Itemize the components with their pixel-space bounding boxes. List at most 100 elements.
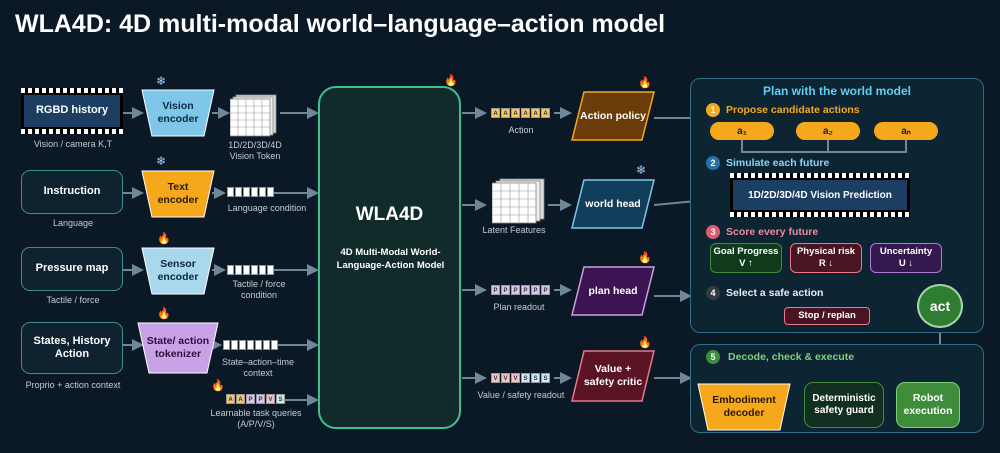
score-name: Goal Progress	[713, 245, 779, 257]
tactile-token-label: Tactile / force condition	[232, 279, 286, 301]
query-token: V	[266, 394, 275, 404]
trainable-flame-icon: 🔥	[638, 337, 652, 349]
vision-encoder-label: Vision encoder	[157, 100, 199, 125]
state-tokenizer-label: State/ action tokenizer	[146, 335, 210, 360]
trainable-flame-icon: 🔥	[638, 252, 652, 264]
trainable-flame-icon: 🔥	[444, 75, 458, 87]
trainable-flame-icon: 🔥	[638, 77, 652, 89]
safety-guard-label: Deterministic safety guard	[812, 393, 876, 416]
plan-token-strip: P P P P P P	[491, 285, 550, 295]
action-token: A	[521, 108, 530, 118]
plan-head-label: plan head	[588, 284, 638, 297]
input-caption: Proprio + action context	[25, 380, 121, 390]
action-policy-label: Action policy	[580, 109, 646, 122]
input-caption: Tactile / force	[46, 295, 100, 305]
input-label: Instruction	[43, 185, 101, 198]
value-token: V	[501, 373, 510, 383]
act-node: act	[917, 284, 963, 328]
input-states: States, History Action	[21, 322, 123, 374]
action-token: A	[491, 108, 500, 118]
step2-label: Simulate each future	[726, 157, 830, 169]
query-token: S	[276, 394, 285, 404]
stop-replan-button: Stop / replan	[784, 307, 870, 325]
plan-token: P	[541, 285, 550, 295]
query-token: A	[236, 394, 245, 404]
query-token: P	[256, 394, 265, 404]
score-name: Uncertainty	[879, 245, 933, 257]
query-token: A	[226, 394, 235, 404]
input-label: States, History Action	[33, 334, 111, 360]
action-caption: Action	[508, 125, 534, 135]
language-token-label: Language condition	[227, 203, 307, 213]
candidate-action: a₁	[710, 122, 774, 140]
plan-caption: Plan readout	[493, 302, 545, 312]
state-token-label: State–action–time context	[221, 357, 295, 379]
plan-panel-title: Plan with the world model	[762, 84, 911, 98]
plan-token: P	[521, 285, 530, 295]
step-number: 4	[706, 286, 720, 300]
uncertainty-score: Uncertainty U ↓	[870, 243, 942, 273]
value-caption: Value / safety readout	[477, 390, 565, 400]
action-token: A	[541, 108, 550, 118]
candidate-merge-lines	[741, 140, 907, 153]
decoder-shape	[697, 383, 791, 431]
input-label: Pressure map	[35, 262, 109, 275]
frozen-snowflake-icon: ❄	[156, 154, 167, 168]
robot-execution-label: Robot execution	[903, 392, 953, 417]
score-symbol: R ↓	[818, 258, 834, 269]
input-caption: Vision / camera K,T	[33, 139, 113, 149]
frozen-snowflake-icon: ❄	[156, 74, 167, 88]
value-token: S	[521, 373, 530, 383]
input-instruction: Instruction	[21, 170, 123, 214]
vision-token-label: 1D/2D/3D/4D Vision Token	[228, 140, 282, 162]
step-number: 3	[706, 225, 720, 239]
value-token-strip: V V V S S S	[491, 373, 550, 383]
trainable-flame-icon: 🔥	[157, 308, 171, 320]
state-tokenizer-shape	[137, 322, 219, 374]
step-number: 1	[706, 103, 720, 117]
step1-label: Propose candidate actions	[726, 104, 860, 116]
world-head-label: world head	[585, 197, 641, 210]
action-policy-shape	[571, 91, 655, 141]
text-encoder-label: Text encoder	[157, 181, 199, 206]
value-token: V	[491, 373, 500, 383]
latent-caption: Latent Features	[482, 225, 546, 235]
step4-label: Select a safe action	[726, 287, 824, 299]
robot-execution: Robot execution	[896, 382, 960, 428]
plan-token: P	[501, 285, 510, 295]
plan-head-shape	[571, 266, 655, 316]
sensor-encoder-label: Sensor encoder	[157, 258, 199, 283]
vision-token-grid	[230, 94, 277, 137]
input-pressure-map: Pressure map	[21, 247, 123, 291]
action-token-strip: A A A A A A	[491, 108, 550, 118]
vision-encoder-shape	[141, 89, 215, 137]
world-head-shape	[571, 179, 655, 229]
critic-label: Value + safety critic	[583, 363, 643, 388]
critic-shape	[571, 350, 655, 402]
vision-prediction-box: 1D/2D/3D/4D Vision Prediction	[730, 173, 910, 217]
step-number: 2	[706, 156, 720, 170]
query-token-strip: A A P P V S	[226, 394, 285, 404]
latent-feature-grid	[492, 178, 545, 224]
query-token-label: Learnable task queries (A/P/V/S)	[210, 408, 302, 430]
page-title: WLA4D: 4D multi-modal world–language–act…	[15, 10, 666, 38]
score-name: Physical risk	[796, 245, 856, 257]
candidate-action: aₙ	[874, 122, 938, 140]
input-rgbd: RGBD history	[21, 88, 123, 134]
action-token: A	[511, 108, 520, 118]
text-encoder-shape	[141, 170, 215, 218]
score-symbol: U ↓	[898, 258, 914, 269]
core-name: WLA4D	[355, 204, 424, 225]
prediction-label: 1D/2D/3D/4D Vision Prediction	[733, 180, 907, 210]
tactile-token-strip	[227, 265, 274, 275]
frozen-snowflake-icon: ❄	[636, 163, 647, 177]
plan-token: P	[511, 285, 520, 295]
plan-token: P	[531, 285, 540, 295]
candidate-action: a₂	[796, 122, 860, 140]
trainable-flame-icon: 🔥	[157, 233, 171, 245]
plan-token: P	[491, 285, 500, 295]
physical-risk-score: Physical risk R ↓	[790, 243, 862, 273]
score-symbol: V ↑	[739, 258, 753, 269]
language-token-strip	[227, 187, 274, 197]
step3-label: Score every future	[726, 226, 819, 238]
